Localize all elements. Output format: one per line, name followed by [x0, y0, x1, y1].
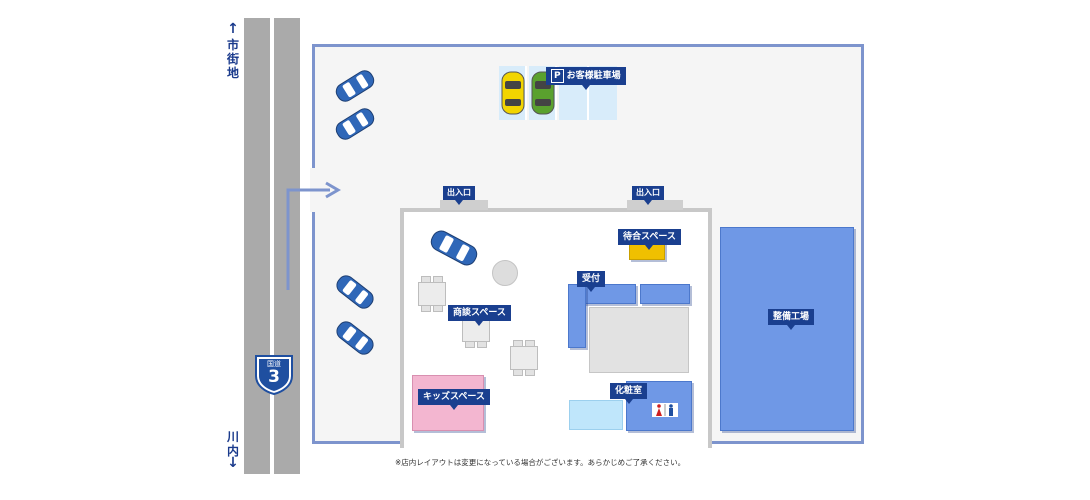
- road-center-line: [270, 18, 274, 474]
- reception-label: 受付: [577, 271, 606, 292]
- meeting-table: [510, 346, 538, 370]
- meeting-table: [462, 318, 490, 342]
- meeting-space-pointer: [475, 321, 484, 326]
- restroom-light-area: [569, 400, 623, 430]
- entrance-right-label: 出入口: [632, 186, 664, 205]
- service-workshop-text: 整備工場: [773, 312, 810, 322]
- chair: [433, 276, 443, 283]
- route-sign-label: 国道: [267, 360, 281, 368]
- parking-label-text: お客様駐車場: [566, 71, 621, 81]
- service-workshop-label: 整備工場: [768, 309, 815, 330]
- back-office: [589, 307, 689, 373]
- chair: [513, 369, 523, 376]
- waiting-space-text: 待合スペース: [623, 232, 676, 242]
- parking-p-icon: P: [551, 69, 564, 83]
- kids-space-pointer: [449, 405, 458, 410]
- yellow-car-icon: [501, 71, 525, 115]
- north-arrow: ↑: [227, 21, 239, 37]
- layout-note: ※店内レイアウトは変更になっている場合がございます。あらかじめご了承ください。: [395, 458, 686, 467]
- chair: [433, 305, 443, 312]
- blue-car-icon: [336, 321, 374, 355]
- meeting-space-label: 商談スペース: [448, 305, 511, 326]
- meeting-space-text: 商談スペース: [453, 308, 506, 318]
- entrance-mat-right: [627, 200, 683, 210]
- blue-car-icon: [335, 108, 375, 140]
- chair: [513, 340, 523, 347]
- entrance-left-label: 出入口: [443, 186, 475, 205]
- reception-text: 受付: [582, 274, 601, 284]
- kids-space-label: キッズスペース: [418, 389, 490, 410]
- chair: [421, 276, 431, 283]
- entrance-mat-left: [440, 200, 488, 210]
- blue-car-icon: [335, 70, 375, 102]
- waiting-space-pointer: [645, 245, 654, 250]
- entry-route-arrow-icon: [286, 181, 341, 290]
- chair: [525, 369, 535, 376]
- meeting-table: [418, 282, 446, 306]
- chair: [525, 340, 535, 347]
- chair: [465, 341, 475, 348]
- reception-pointer: [587, 287, 595, 292]
- restroom-text: 化粧室: [615, 386, 643, 396]
- waiting-space-label: 待合スペース: [618, 229, 681, 250]
- showroom-car-icon: [430, 230, 478, 266]
- chair: [421, 305, 431, 312]
- kids-space-text: キッズスペース: [423, 392, 485, 402]
- south-arrow: ↓: [227, 455, 239, 471]
- route-sign-shield-icon: [255, 355, 293, 396]
- reception-counter-side: [568, 284, 586, 348]
- blue-car-icon: [336, 275, 374, 309]
- restroom-label: 化粧室: [610, 383, 648, 404]
- entrance-right-text: 出入口: [636, 188, 660, 197]
- reception-counter-right: [640, 284, 690, 304]
- restroom-icon: [652, 403, 678, 417]
- route-3-sign: 国道 3: [252, 352, 296, 396]
- parking-label-pointer: [581, 85, 590, 90]
- entrance-right-pointer: [644, 200, 652, 205]
- north-direction-label: 市街地: [226, 38, 239, 80]
- round-table: [492, 260, 518, 286]
- national-road-lane-left: [244, 18, 270, 474]
- entrance-left-pointer: [455, 200, 463, 205]
- entrance-left-text: 出入口: [447, 188, 471, 197]
- service-workshop-pointer: [787, 325, 795, 330]
- restroom-pointer: [624, 399, 633, 404]
- route-sign-number: 3: [268, 367, 280, 387]
- south-direction-label: 川内: [226, 430, 239, 458]
- chair: [477, 341, 487, 348]
